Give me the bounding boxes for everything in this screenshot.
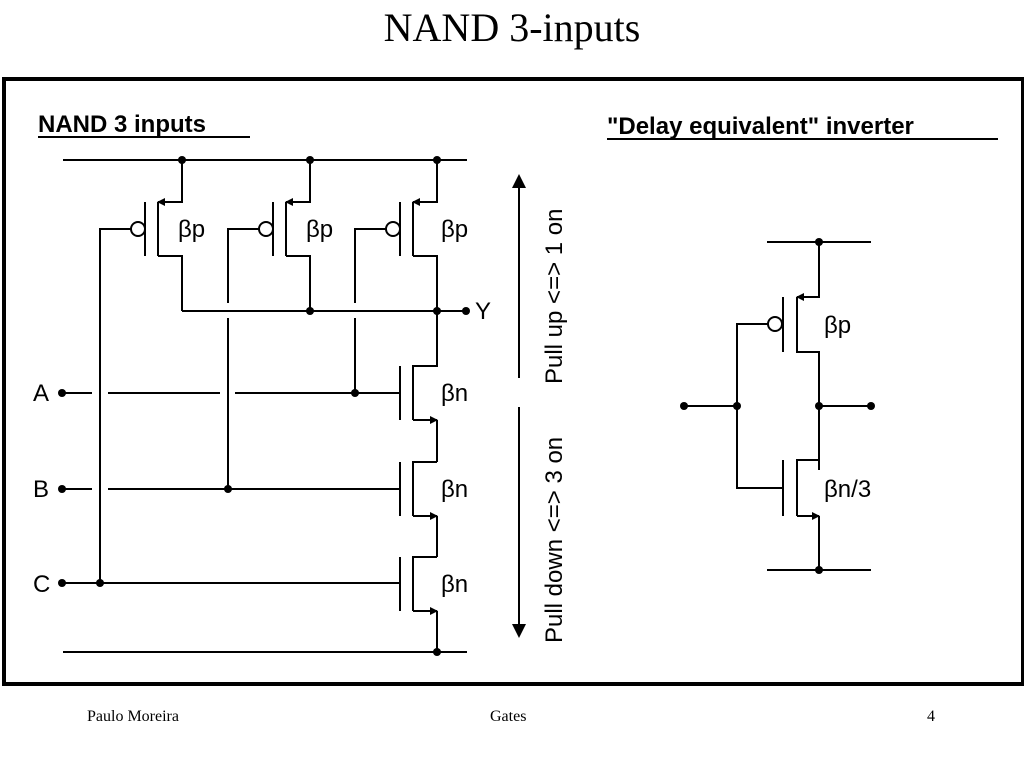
inverter-pmos: βp [736, 242, 851, 489]
equivalent-inverter: βp βn/3 [680, 238, 875, 574]
footer-topic: Gates [490, 708, 527, 725]
footer-page-number: 4 [927, 708, 935, 725]
pmos-2-label: βp [306, 216, 333, 243]
pmos-transistor-1: βp [99, 156, 205, 583]
input-b-label: B [33, 476, 49, 503]
nmos-2-label: βn [441, 476, 468, 503]
pull-down-arrowhead [512, 624, 526, 638]
pull-up-text: Pull up <=> 1 on [541, 209, 568, 384]
output-label-y: Y [475, 298, 491, 325]
nmos-transistor-3: βn [399, 556, 468, 656]
input-c: C [33, 571, 400, 598]
nmos-transistor-2: βn [399, 461, 468, 557]
inverter-nmos: βn/3 [782, 459, 871, 570]
left-heading: NAND 3 inputs [38, 111, 250, 138]
inverter-nmos-label: βn/3 [824, 476, 871, 503]
nmos-3-label: βn [441, 571, 468, 598]
pull-annotation: Pull up <=> 1 on Pull down <=> 3 on [512, 174, 568, 643]
slide-title: NAND 3-inputs [383, 5, 641, 50]
pmos-1-label: βp [178, 216, 205, 243]
output-node: Y [182, 298, 491, 325]
left-heading-text: NAND 3 inputs [38, 111, 206, 138]
footer-author: Paulo Moreira [87, 708, 179, 725]
input-a: A [33, 380, 400, 407]
nmos-1-label: βn [441, 380, 468, 407]
pmos-transistor-2: βp [227, 156, 333, 489]
inverter-pmos-label: βp [824, 312, 851, 339]
right-heading: "Delay equivalent" inverter [607, 113, 998, 140]
pull-up-arrowhead [512, 174, 526, 188]
pmos-3-label: βp [441, 216, 468, 243]
right-heading-text: "Delay equivalent" inverter [607, 113, 914, 140]
nmos-transistor-1: βn [399, 311, 468, 462]
input-c-label: C [33, 571, 50, 598]
content-frame [2, 77, 1024, 686]
pull-down-text: Pull down <=> 3 on [541, 437, 568, 643]
pmos-transistor-3: βp [354, 156, 468, 393]
input-b: B [33, 476, 400, 503]
input-a-label: A [33, 380, 49, 407]
